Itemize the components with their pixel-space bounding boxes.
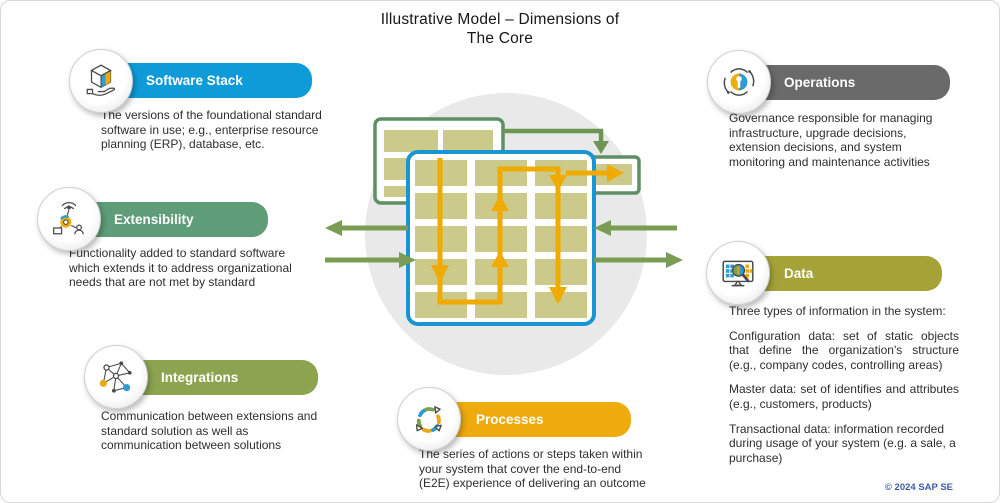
data-description-master: Master data: set of identifies and attri… xyxy=(729,382,959,411)
governance-circle-icon xyxy=(723,68,755,96)
operations-description: Governance responsible for managing infr… xyxy=(729,111,933,169)
data-description-intro: Three types of information in the system… xyxy=(729,304,946,318)
page-title-line2: The Core xyxy=(466,30,534,47)
software-stack-label: Software Stack xyxy=(146,73,243,88)
operations-icon-circle xyxy=(707,50,771,114)
processes-description: The series of actions or steps taken wit… xyxy=(419,447,646,491)
process-flow-path xyxy=(431,158,624,305)
network-graph-icon xyxy=(99,361,132,393)
gears-network-icon xyxy=(53,202,84,235)
front-table xyxy=(406,150,596,326)
page-title-line1: Illustrative Model – Dimensions of xyxy=(380,11,620,28)
flow-arrow-to-side-table xyxy=(503,128,609,154)
software-stack-description: The versions of the foundational standar… xyxy=(101,108,322,152)
copyright-notice: © 2024 SAP SE xyxy=(884,482,953,493)
data-description: Three types of information in the system… xyxy=(729,304,959,475)
data-description-configuration: Configuration data: set of static object… xyxy=(729,328,959,372)
integrations-icon-circle xyxy=(84,345,148,409)
cube-in-hand-icon xyxy=(86,64,116,96)
processes-banner: Processes xyxy=(426,402,631,437)
data-description-transactional: Transactional data: information recorded… xyxy=(729,421,956,465)
page-title: Illustrative Model – Dimensions of The C… xyxy=(1,10,999,48)
extensibility-label: Extensibility xyxy=(114,212,194,227)
monitor-magnifier-icon xyxy=(722,260,754,287)
extensibility-description: Functionality added to standard software… xyxy=(69,246,292,290)
extensibility-icon-circle xyxy=(37,187,101,251)
integrations-description: Communication between extensions and sta… xyxy=(101,409,318,453)
back-table xyxy=(373,117,505,205)
integration-arrows xyxy=(325,220,683,268)
integrations-label: Integrations xyxy=(161,370,239,385)
data-icon-circle xyxy=(706,241,770,305)
processes-label: Processes xyxy=(476,412,544,427)
data-label: Data xyxy=(784,266,814,281)
cycle-arrows-icon xyxy=(415,406,442,433)
processes-icon-circle xyxy=(397,387,461,451)
operations-label: Operations xyxy=(784,75,856,90)
software-stack-icon-circle xyxy=(69,49,133,113)
core-circle xyxy=(365,93,647,375)
side-table xyxy=(585,155,641,195)
